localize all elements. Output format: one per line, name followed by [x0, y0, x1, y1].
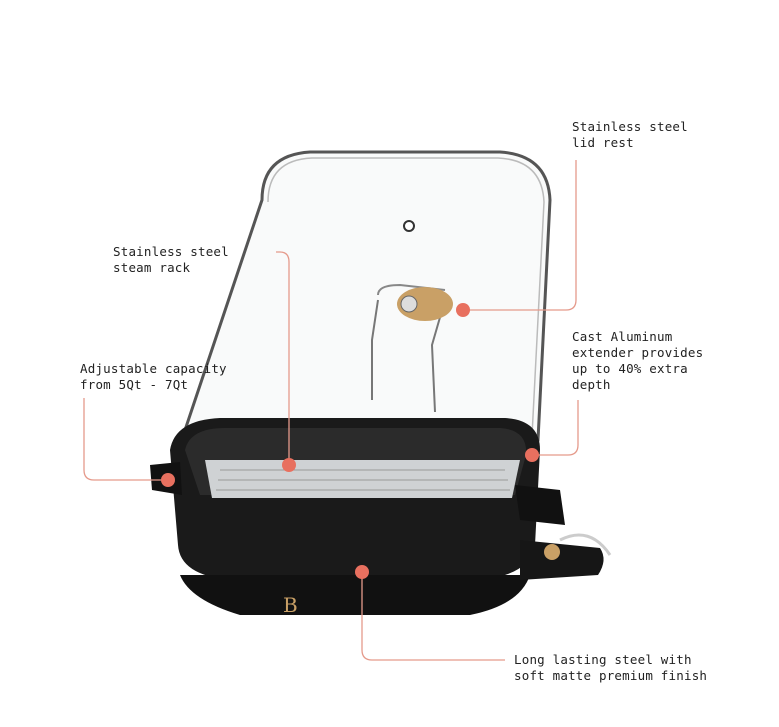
temperature-knob-icon — [544, 544, 560, 560]
brand-logo: B — [283, 593, 298, 617]
callout-capacity: Adjustable capacity from 5Qt - 7Qt — [80, 361, 227, 392]
callout-dot-steam-rack — [282, 458, 296, 472]
callout-extender: Cast Aluminum extender provides up to 40… — [572, 329, 704, 392]
steam-rack — [205, 460, 520, 498]
right-handle — [515, 485, 565, 525]
callout-lid-rest: Stainless steel lid rest — [572, 119, 688, 150]
callout-finish: Long lasting steel with soft matte premi… — [514, 652, 708, 683]
temperature-control — [520, 540, 604, 580]
steam-vent-icon — [403, 220, 415, 232]
glass-lid — [172, 150, 552, 464]
callout-dot-capacity — [161, 473, 175, 487]
callout-dot-finish — [355, 565, 369, 579]
callout-dot-extender — [525, 448, 539, 462]
leader-lines — [83, 160, 579, 661]
callout-dot-lid-rest — [456, 303, 470, 317]
callout-steam-rack: Stainless steel steam rack — [113, 244, 229, 275]
lid-handle — [371, 283, 453, 413]
callout-dots — [161, 303, 539, 579]
skillet-body: B — [150, 418, 612, 617]
